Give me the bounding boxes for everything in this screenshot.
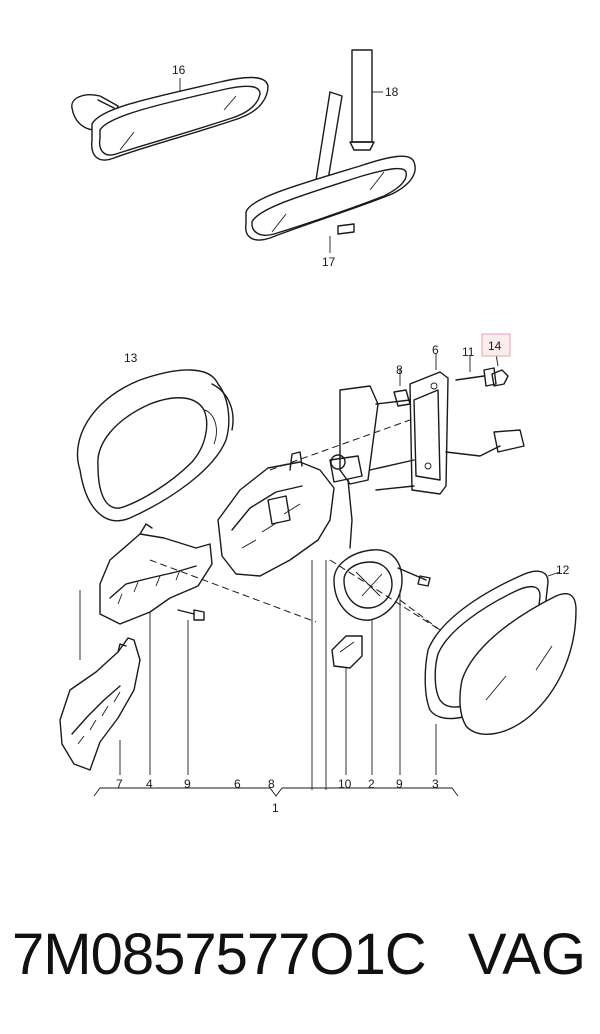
cover-trim-4 — [99, 523, 213, 625]
bolt-11 — [455, 367, 497, 387]
mirror-base-6 — [217, 371, 525, 577]
nut-14 — [491, 369, 509, 387]
callout-4: 4 — [146, 777, 153, 791]
callout-18: 18 — [385, 85, 399, 99]
callout-12: 12 — [556, 563, 570, 577]
cover-trim-7 — [59, 637, 141, 771]
callout-17: 17 — [322, 255, 336, 269]
part-number: 7M0857577O1C — [12, 922, 427, 987]
interior-mirror-18 — [245, 49, 416, 241]
heating-pad-10 — [331, 635, 363, 669]
callout-8-bottom: 8 — [268, 777, 275, 791]
callout-1: 1 — [272, 801, 279, 815]
highlight-box-14 — [481, 333, 511, 357]
part-number-bar: 7M0857577O1C VAG — [0, 915, 600, 995]
mirror-glass-12 — [459, 592, 577, 735]
callout-6-top: 6 — [432, 343, 439, 357]
callout-16: 16 — [172, 63, 186, 77]
callout-2: 2 — [368, 777, 375, 791]
callout-3: 3 — [432, 777, 439, 791]
callout-9-left: 9 — [184, 777, 191, 791]
brand-label: VAG — [467, 922, 586, 987]
interior-mirror-16 — [71, 76, 269, 161]
callout-6-bottom: 6 — [234, 777, 241, 791]
exploded-parts-diagram: 16 18 17 13 8 6 11 14 12 7 4 9 6 8 10 2 … — [59, 49, 577, 815]
screw-9-left — [177, 609, 205, 621]
callout-10: 10 — [338, 777, 352, 791]
callout-7: 7 — [116, 777, 123, 791]
mirror-housing-13 — [76, 369, 234, 522]
bolt-8 — [393, 389, 411, 407]
callout-14: 14 — [488, 339, 502, 353]
adjustment-motor-2 — [333, 549, 431, 621]
callout-11: 11 — [462, 345, 475, 359]
callout-8-top: 8 — [396, 363, 403, 377]
callout-13: 13 — [124, 351, 138, 365]
callout-9-right: 9 — [396, 777, 403, 791]
